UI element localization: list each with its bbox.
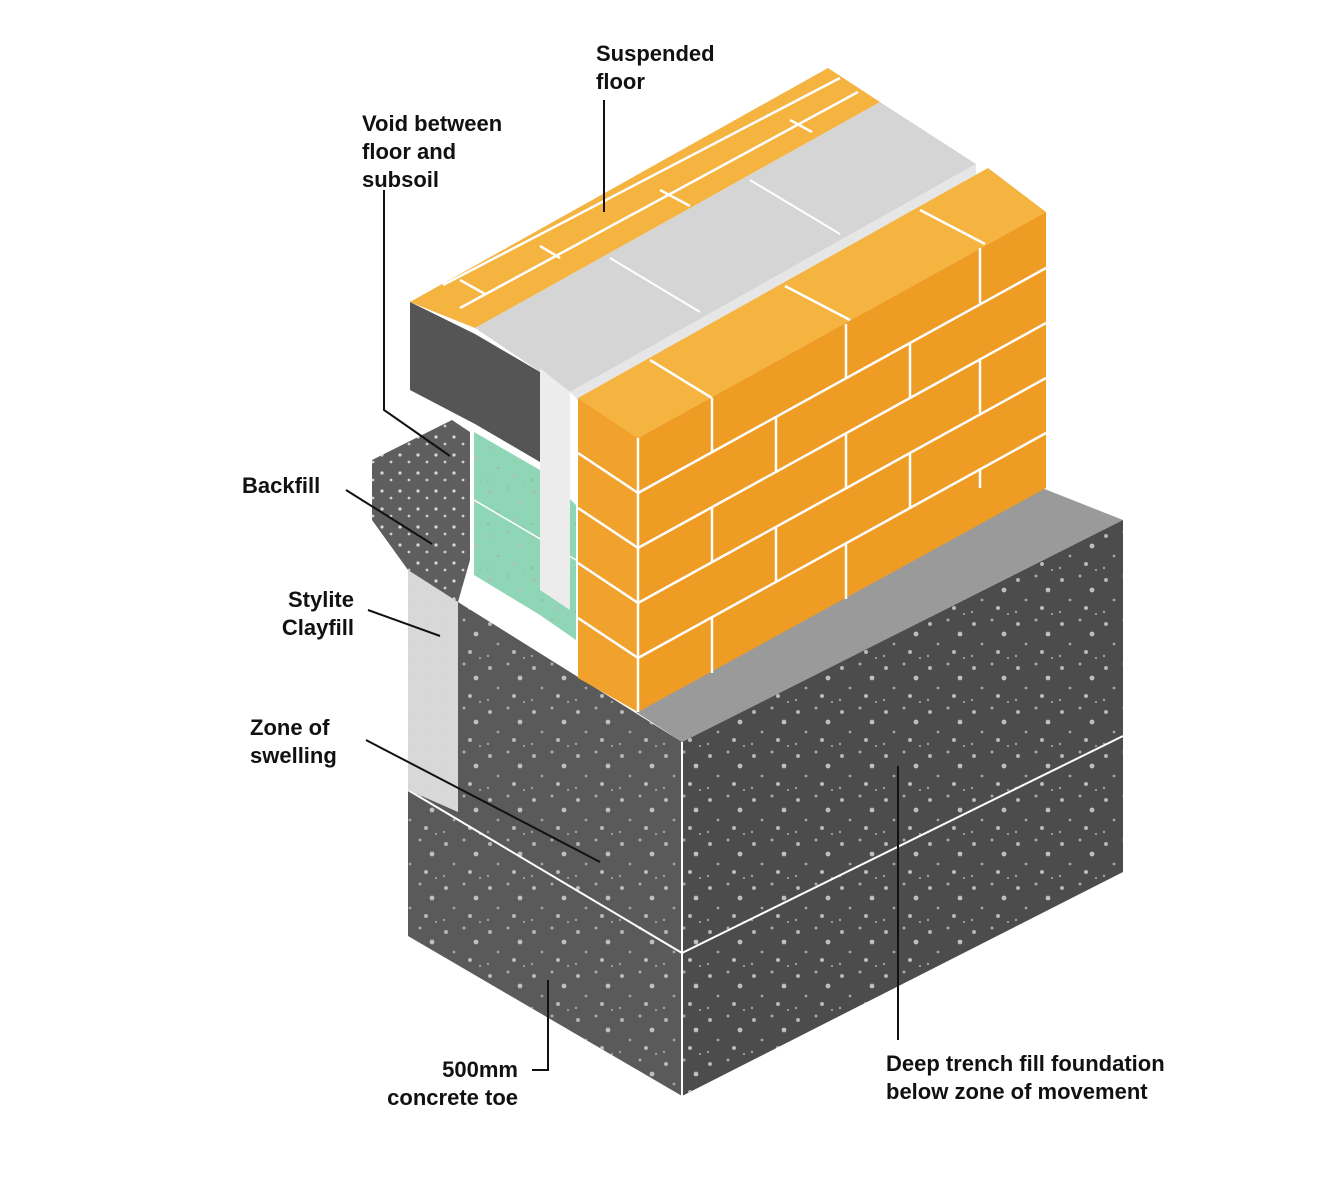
label-void-line-1: Void between — [362, 111, 503, 136]
label-void-line-3: subsoil — [362, 167, 440, 192]
label-concrete-toe-line-2: concrete toe — [387, 1085, 518, 1110]
leader-void — [383, 190, 451, 457]
label-stylite: Stylite Clayfill — [262, 586, 354, 642]
wall-top-face — [578, 168, 1046, 438]
leader-backfill — [345, 489, 433, 545]
label-concrete-toe: 500mm concrete toe — [350, 1056, 518, 1112]
backfill — [372, 420, 470, 602]
label-void: Void between floor and subsoil — [362, 110, 502, 194]
suspended-floor-bricks — [410, 68, 880, 328]
label-concrete-toe-line-1: 500mm — [442, 1057, 518, 1082]
label-suspended-floor-line-2: floor — [596, 69, 645, 94]
concrete-toe — [408, 736, 1123, 1096]
brick-wall — [577, 168, 1047, 712]
label-deep-trench: Deep trench fill foundation below zone o… — [886, 1050, 1165, 1106]
wall-side-face — [638, 212, 1046, 712]
floor-slab — [475, 102, 976, 610]
label-deep-trench-line-1: Deep trench fill foundation — [886, 1051, 1165, 1076]
label-stylite-line-1: Stylite — [287, 587, 354, 612]
label-zone-swelling-line-1: Zone of — [250, 715, 330, 740]
leader-concrete-toe — [532, 980, 549, 1071]
leader-stylite — [367, 609, 441, 637]
label-suspended-floor: Suspended floor — [596, 40, 715, 96]
leader-zone-swelling — [365, 739, 601, 863]
void-block — [410, 302, 540, 462]
label-backfill: Backfill — [242, 472, 320, 500]
wall-front-face — [578, 398, 638, 712]
label-backfill-line-1: Backfill — [242, 473, 321, 498]
leader-lines — [345, 100, 899, 1071]
label-suspended-floor-line-1: Suspended — [596, 41, 715, 66]
trench-fill-foundation — [407, 488, 1124, 1096]
label-zone-swelling: Zone of swelling — [250, 714, 337, 770]
label-deep-trench-line-2: below zone of movement — [886, 1079, 1148, 1104]
label-zone-swelling-line-2: swelling — [250, 743, 337, 768]
trench-top-face — [636, 488, 1123, 742]
stylite-clayfill — [408, 570, 458, 812]
label-stylite-line-2: Clayfill — [281, 615, 354, 640]
label-void-line-2: floor and — [362, 139, 457, 164]
